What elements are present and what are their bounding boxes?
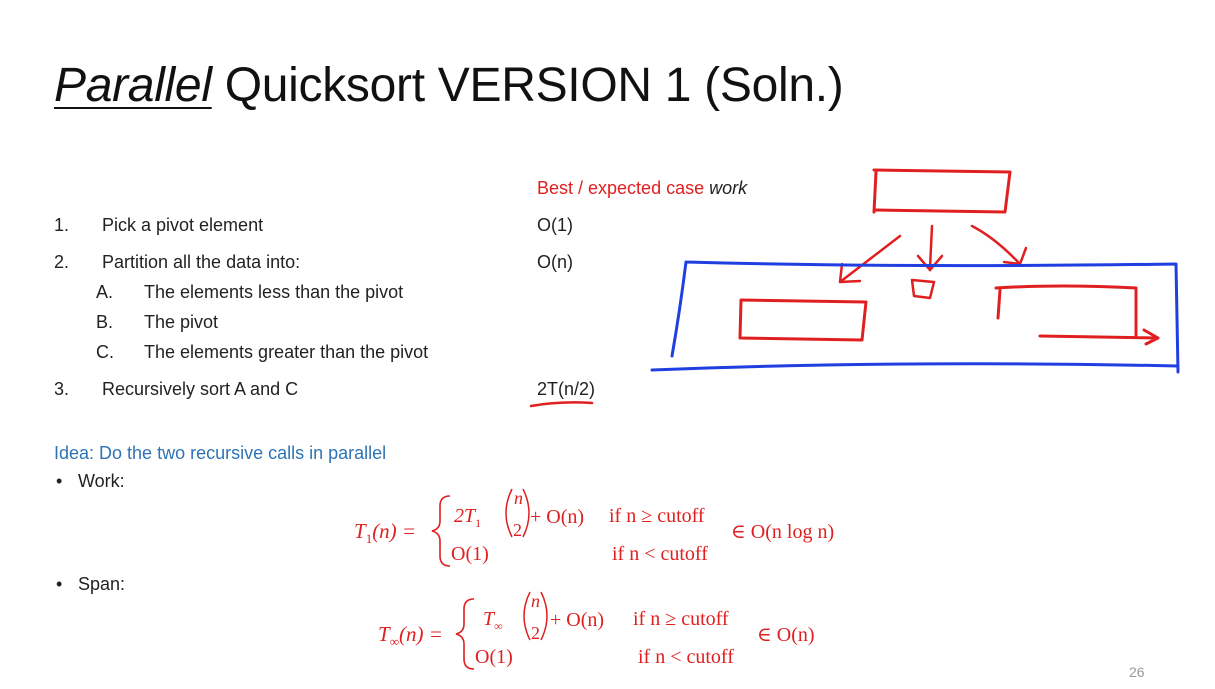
cost-header-italic: work	[709, 178, 748, 198]
substep-c-letter: C.	[96, 342, 114, 362]
work-paren-left	[505, 488, 513, 538]
substep-a-text: The elements less than the pivot	[144, 282, 404, 302]
slide-title: Parallel Quicksort VERSION 1 (Soln.)	[54, 58, 844, 113]
work-brace	[431, 495, 451, 567]
diagram-left-box	[738, 298, 868, 342]
span-frac-num: n	[531, 591, 540, 611]
work-bullet: •	[56, 471, 63, 491]
step-2-text: Partition all the data into:	[102, 252, 301, 272]
span-paren-left	[523, 591, 531, 641]
span-brace	[455, 598, 475, 670]
idea-text: Idea: Do the two recursive calls in para…	[54, 443, 387, 463]
step-3-text: Recursively sort A and C	[102, 379, 299, 399]
step-3-cost: 2T(n/2)	[537, 379, 596, 399]
diagram-arrow-right	[970, 224, 1028, 266]
work-paren-right	[522, 488, 530, 538]
span-bullet: •	[56, 574, 63, 594]
title-italic-word: Parallel	[54, 59, 212, 112]
span-result: ∈ O(n)	[757, 624, 815, 646]
span-frac-den: 2	[531, 623, 540, 643]
work-formula-case2: O(1)	[451, 543, 489, 565]
span-cond1: if n ≥ cutoff	[633, 608, 729, 630]
page-number: 26	[1129, 664, 1145, 680]
work-frac-den: 2	[513, 520, 522, 540]
span-formula-case1: T∞	[483, 608, 503, 633]
substep-a-letter: A.	[96, 282, 114, 302]
cost-header-red: Best / expected case	[537, 178, 710, 198]
step-1-number: 1.	[54, 215, 70, 235]
substep-b-letter: B.	[96, 312, 114, 332]
diagram-right-box	[994, 284, 1160, 346]
span-formula-case2: O(1)	[475, 646, 513, 668]
work-formula-case1-suffix: + O(n)	[530, 506, 585, 528]
diagram-top-box	[872, 168, 1012, 214]
diagram-blue-container	[650, 260, 1180, 374]
diagram-arrow-mid	[916, 224, 944, 272]
span-formula-lhs: T∞(n) =	[378, 622, 443, 650]
step-2-number: 2.	[54, 252, 70, 272]
work-cond1: if n ≥ cutoff	[609, 505, 705, 527]
step-2-cost: O(n)	[537, 252, 573, 272]
diagram-pivot-box	[910, 278, 936, 300]
cost-underline-stroke	[529, 401, 594, 408]
span-formula-case1-suffix: + O(n)	[550, 609, 605, 631]
title-rest: Quicksort VERSION 1 (Soln.)	[211, 59, 844, 112]
substep-b-text: The pivot	[144, 312, 219, 332]
cost-header: Best / expected case work	[537, 178, 747, 199]
step-1-cost: O(1)	[537, 215, 573, 235]
work-result: ∈ O(n log n)	[731, 521, 835, 543]
work-frac-num: n	[514, 488, 523, 508]
span-paren-right	[540, 591, 548, 641]
work-label: Work:	[78, 471, 125, 491]
work-formula-lhs: T1(n) =	[354, 519, 417, 547]
work-cond2: if n < cutoff	[612, 543, 708, 565]
step-3-number: 3.	[54, 379, 70, 399]
diagram-arrow-left	[838, 234, 902, 284]
span-cond2: if n < cutoff	[638, 646, 734, 668]
work-formula-case1: 2T1	[454, 505, 482, 530]
step-1-text: Pick a pivot element	[102, 215, 264, 235]
substep-c-text: The elements greater than the pivot	[144, 342, 429, 362]
span-label: Span:	[78, 574, 126, 594]
